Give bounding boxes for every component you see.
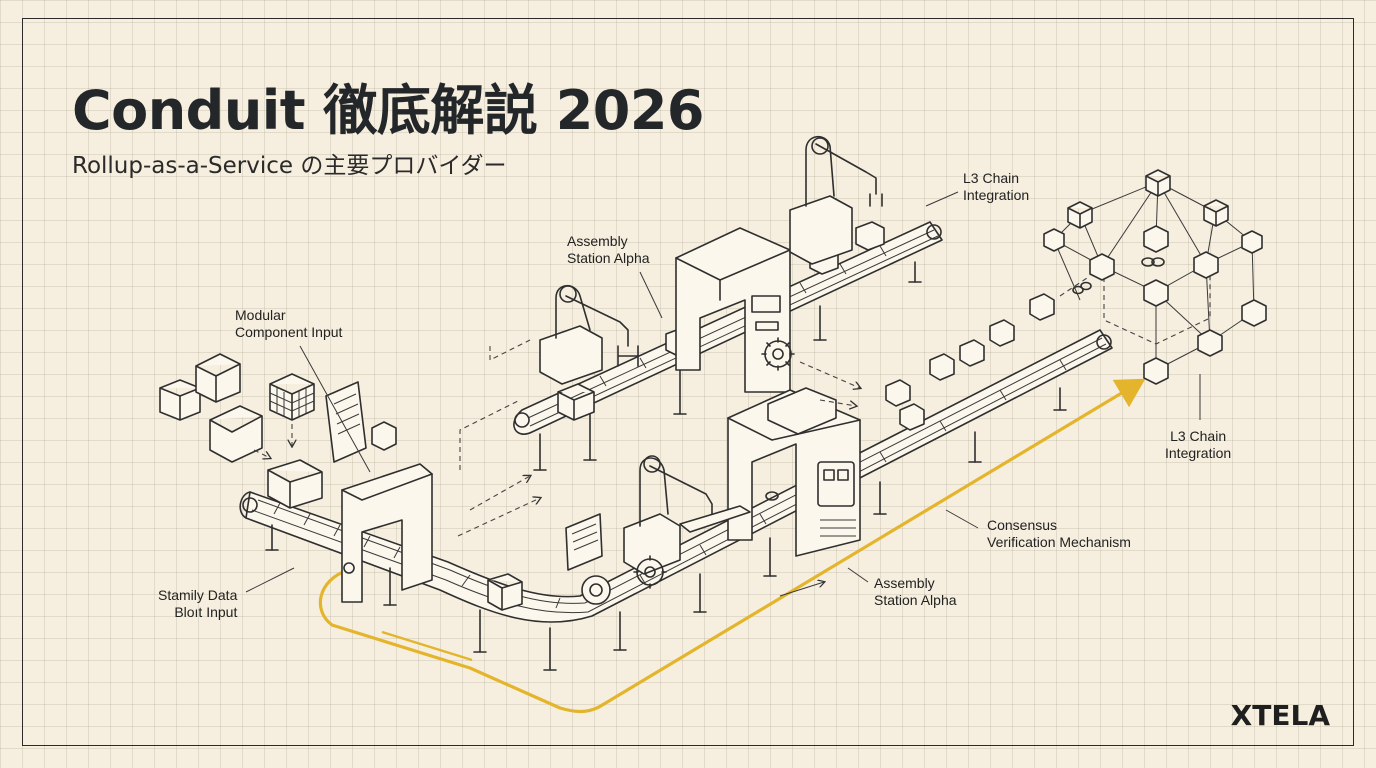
label-assembly-station-bottom: Assembly Station Alpha	[874, 575, 957, 608]
label-l3-chain-top: L3 Chain Integration	[963, 170, 1030, 203]
label-assembly-station-top: Assembly Station Alpha	[567, 233, 650, 266]
gear-icon	[633, 555, 667, 589]
scanner-gate-icon	[341, 463, 433, 603]
scanner-gate-icon	[727, 387, 861, 557]
page-frame	[22, 18, 1354, 746]
label-l3-chain-right: L3 Chain Integration	[1165, 428, 1232, 461]
cube-icon	[269, 373, 315, 421]
label-consensus: Consensus Verification Mechanism	[987, 517, 1131, 550]
lower-conveyor	[239, 293, 1113, 671]
cube-icon	[159, 353, 397, 463]
flow-path	[318, 378, 1146, 714]
upper-conveyor	[513, 221, 943, 471]
network-node-icon	[1043, 169, 1267, 385]
robot-arm-icon	[789, 135, 883, 265]
chain-link-icon	[765, 257, 1165, 501]
page-title: Conduit 徹底解説 2026	[72, 79, 705, 142]
gear-icon	[581, 575, 611, 605]
robot-arm-icon	[623, 455, 751, 575]
gear-icon	[761, 337, 795, 371]
brand-logo: XTELA	[1230, 699, 1330, 732]
document-icon	[565, 513, 603, 571]
robot-arm-icon	[539, 284, 639, 385]
label-data-input: Stamily Data Bloıt Input	[158, 587, 238, 620]
label-modular-input: Modular Component Input	[235, 307, 343, 340]
document-icon	[325, 381, 367, 463]
page-subtitle: Rollup-as-a-Service の主要プロバイダー	[72, 153, 507, 179]
scanner-gate-icon	[675, 227, 791, 393]
